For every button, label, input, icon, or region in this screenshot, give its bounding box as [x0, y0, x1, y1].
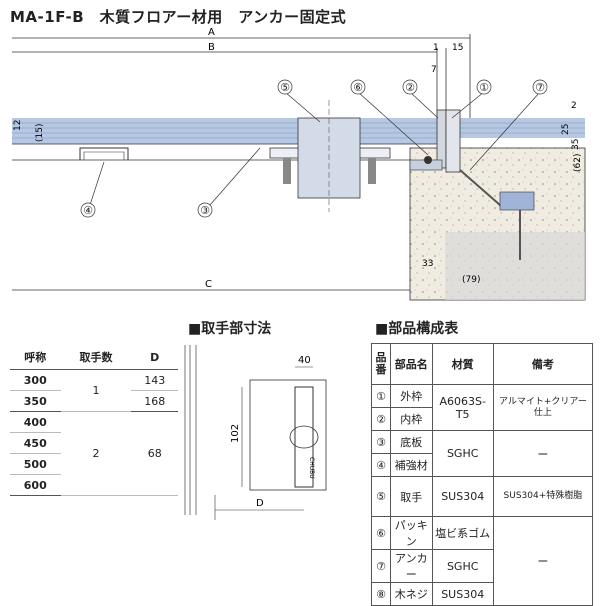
part-note: アルマイト+クリアー仕上	[492, 384, 594, 431]
col-material: 材質	[431, 343, 494, 385]
part-no: ③	[371, 430, 391, 454]
callout-2: ②	[405, 81, 415, 94]
part-material: SUS304	[431, 476, 494, 517]
dim-b: B	[208, 42, 215, 53]
dim-7: 7	[431, 65, 437, 75]
col-count: 取手数	[60, 345, 132, 370]
bolt-right	[368, 158, 376, 184]
part-name: 外枠	[390, 384, 433, 408]
dim-15: 15	[452, 43, 463, 53]
handle-d-350: 168	[131, 390, 178, 412]
col-d: D	[131, 345, 178, 370]
diagram-title: MA-1F-B 木質フロアー材用 アンカー固定式	[10, 8, 347, 26]
inner-frame	[436, 109, 447, 169]
handle-brand: CHUBU	[308, 457, 315, 479]
part-name: 底板	[390, 430, 433, 454]
parts-table: 品番 部品名 材質 備考 ① 外枠 A6063S-T5 アルマイト+クリアー仕上…	[371, 343, 594, 606]
part-name: 補強材	[390, 453, 433, 477]
table-row: 300	[10, 369, 61, 391]
part-no: ④	[371, 453, 391, 477]
handle-d-label: D	[256, 498, 264, 509]
dim-12: 12	[13, 120, 23, 131]
part-note: SUS304+特殊樹脂	[492, 476, 594, 517]
cross-section-drawing: A B C 1 15 7 12 (15) 2 25 35 (62) 33 (79…	[12, 27, 586, 301]
concrete-recess	[445, 232, 585, 300]
col-part-name: 部品名	[390, 343, 433, 385]
callout-5: ⑤	[280, 81, 290, 94]
outer-frame	[445, 109, 461, 173]
part-material: SUS304	[431, 582, 494, 606]
handle-grip	[294, 386, 314, 488]
part-no: ①	[371, 384, 391, 408]
col-part-no: 品番	[371, 343, 391, 385]
dim-a: A	[208, 27, 215, 38]
part-name: 木ネジ	[390, 582, 433, 606]
dim-2: 2	[571, 101, 577, 111]
parts-title: ■部品構成表	[375, 321, 459, 337]
dim-79: (79)	[462, 275, 480, 285]
dim-62: (62)	[573, 154, 583, 172]
col-note: 備考	[492, 343, 594, 385]
handle-height: 102	[230, 424, 241, 443]
handle-d-300: 143	[131, 369, 178, 391]
callout-4: ④	[83, 204, 93, 217]
table-row: 350	[10, 390, 61, 412]
part-material: 塩ビ系ゴム	[431, 516, 494, 550]
part-note: ー	[492, 516, 594, 606]
part-no: ⑦	[371, 549, 391, 583]
handle-dim-title: ■取手部寸法	[188, 321, 272, 337]
floor-board-left	[12, 118, 437, 144]
handle-count-2: 2	[60, 411, 132, 496]
col-nominal: 呼称	[10, 345, 61, 370]
callout-6: ⑥	[353, 81, 363, 94]
dim-33: 33	[422, 259, 433, 269]
handle-table: 呼称 取手数 D 300 1 143 350 168 400 2 68 450 …	[10, 345, 178, 496]
table-row: 500	[10, 453, 61, 475]
table-row: 400	[10, 411, 61, 433]
bolt-left	[283, 158, 291, 184]
table-row: 450	[10, 432, 61, 454]
dim-25: 25	[561, 124, 571, 135]
part-no: ⑤	[371, 476, 391, 517]
part-no: ⑧	[371, 582, 391, 606]
part-name: アンカー	[390, 549, 433, 583]
part-no: ⑥	[371, 516, 391, 550]
table-row: 600	[10, 474, 61, 496]
part-material: SGHC	[431, 430, 494, 477]
part-material: A6063S-T5	[431, 384, 494, 431]
part-material: SGHC	[431, 549, 494, 583]
part-no: ②	[371, 407, 391, 431]
callout-1: ①	[479, 81, 489, 94]
dim-35: 35	[571, 139, 581, 150]
part-name: 取手	[390, 476, 433, 517]
dim-1: 1	[433, 43, 439, 53]
handle-drawing: CHUBU 40 102 D	[184, 345, 327, 520]
part-name: パッキン	[390, 516, 433, 550]
dim-c: C	[205, 279, 212, 290]
callout-7: ⑦	[535, 81, 545, 94]
handle-d-multi: 68	[131, 411, 178, 496]
part-name: 内枠	[390, 407, 433, 431]
part-note: ー	[492, 430, 594, 477]
handle-width: 40	[298, 355, 311, 366]
callout-3: ③	[200, 204, 210, 217]
dim-15p: (15)	[35, 124, 45, 142]
handle-count-1: 1	[60, 369, 132, 412]
